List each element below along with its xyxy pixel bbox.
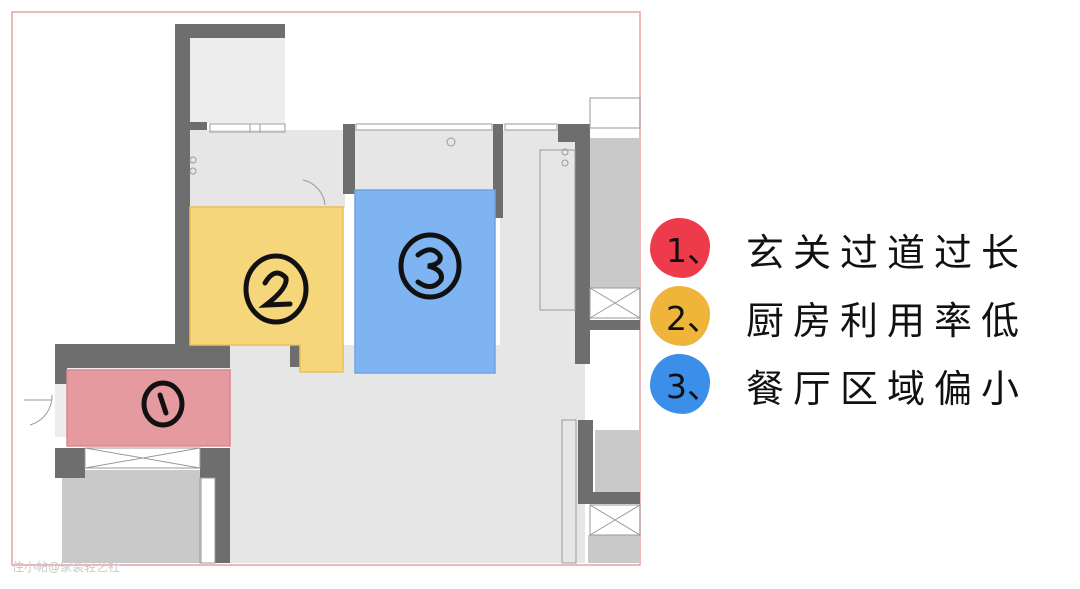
bottom-left-room	[62, 470, 202, 563]
highlighted-zones	[66, 189, 496, 447]
dining-zone	[354, 189, 496, 374]
marker-3	[398, 232, 462, 300]
right-room-lower	[588, 535, 640, 563]
fixtures	[24, 97, 641, 564]
zone-markers	[141, 232, 462, 428]
marker-1	[141, 380, 185, 428]
side-rooms	[62, 138, 640, 563]
yellow-blob-icon	[650, 286, 710, 346]
legend-number: 2、	[666, 299, 720, 338]
kitchen-zone	[189, 206, 344, 373]
walls	[55, 24, 640, 563]
right-room-upper	[590, 138, 640, 288]
legend-text: 玄关过道过长	[746, 231, 1029, 275]
legend-number: 1、	[666, 231, 720, 270]
legend-item-2: 2、 厨房利用率低	[648, 280, 1068, 346]
watermark: 住小帖@家装轻艺社	[12, 560, 121, 574]
blue-blob-icon	[650, 354, 710, 414]
legend-text: 厨房利用率低	[746, 299, 1029, 343]
entrance-zone	[66, 369, 231, 447]
marker-2	[243, 253, 309, 325]
legend-item-3: 3、 餐厅区域偏小	[648, 348, 1068, 414]
legend-item-1: 1、 玄关过道过长	[648, 212, 1068, 278]
legend-text: 餐厅区域偏小	[746, 367, 1029, 411]
right-room-middle	[595, 430, 640, 495]
legend-number: 3、	[666, 367, 720, 406]
red-blob-icon	[650, 218, 710, 278]
